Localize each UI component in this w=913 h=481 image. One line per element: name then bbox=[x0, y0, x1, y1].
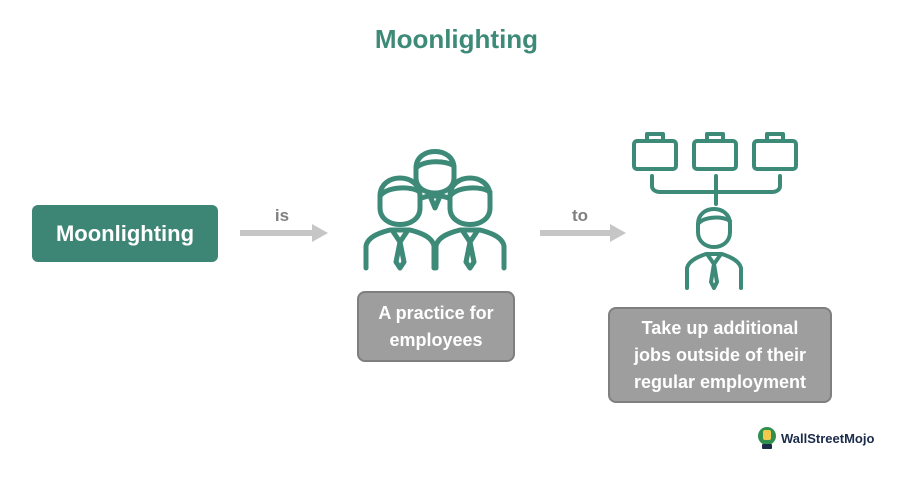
briefcase-icon bbox=[752, 132, 798, 171]
brand-watermark: WallStreetMojo bbox=[756, 426, 874, 450]
jobs-line-3: regular employment bbox=[633, 371, 807, 392]
jobs-box: Take up additional jobs outside of their… bbox=[608, 307, 832, 403]
briefcase-icon bbox=[692, 132, 738, 171]
brand-name: WallStreetMojo bbox=[781, 430, 875, 446]
term-label: Moonlighting bbox=[55, 220, 195, 246]
jobs-line-2: jobs outside of their bbox=[633, 344, 806, 365]
practice-box: A practice for employees bbox=[357, 291, 515, 362]
jobs-line-1: Take up additional bbox=[641, 317, 799, 338]
wallstreetmojo-logo-icon bbox=[758, 427, 776, 449]
connector-label-is: is bbox=[274, 206, 290, 225]
practice-line-2: employees bbox=[389, 329, 483, 350]
briefcase-icon bbox=[632, 132, 678, 171]
arrow-right-icon bbox=[240, 224, 328, 242]
connector-label-to: to bbox=[571, 206, 589, 225]
practice-line-1: A practice for bbox=[378, 302, 494, 323]
diagram-title: Moonlighting bbox=[374, 24, 539, 54]
arrow-right-icon bbox=[540, 224, 626, 242]
employee-icon bbox=[685, 207, 743, 290]
term-box: Moonlighting bbox=[32, 205, 218, 262]
employee-group-icon bbox=[363, 149, 507, 271]
bracket-connector bbox=[650, 174, 782, 206]
